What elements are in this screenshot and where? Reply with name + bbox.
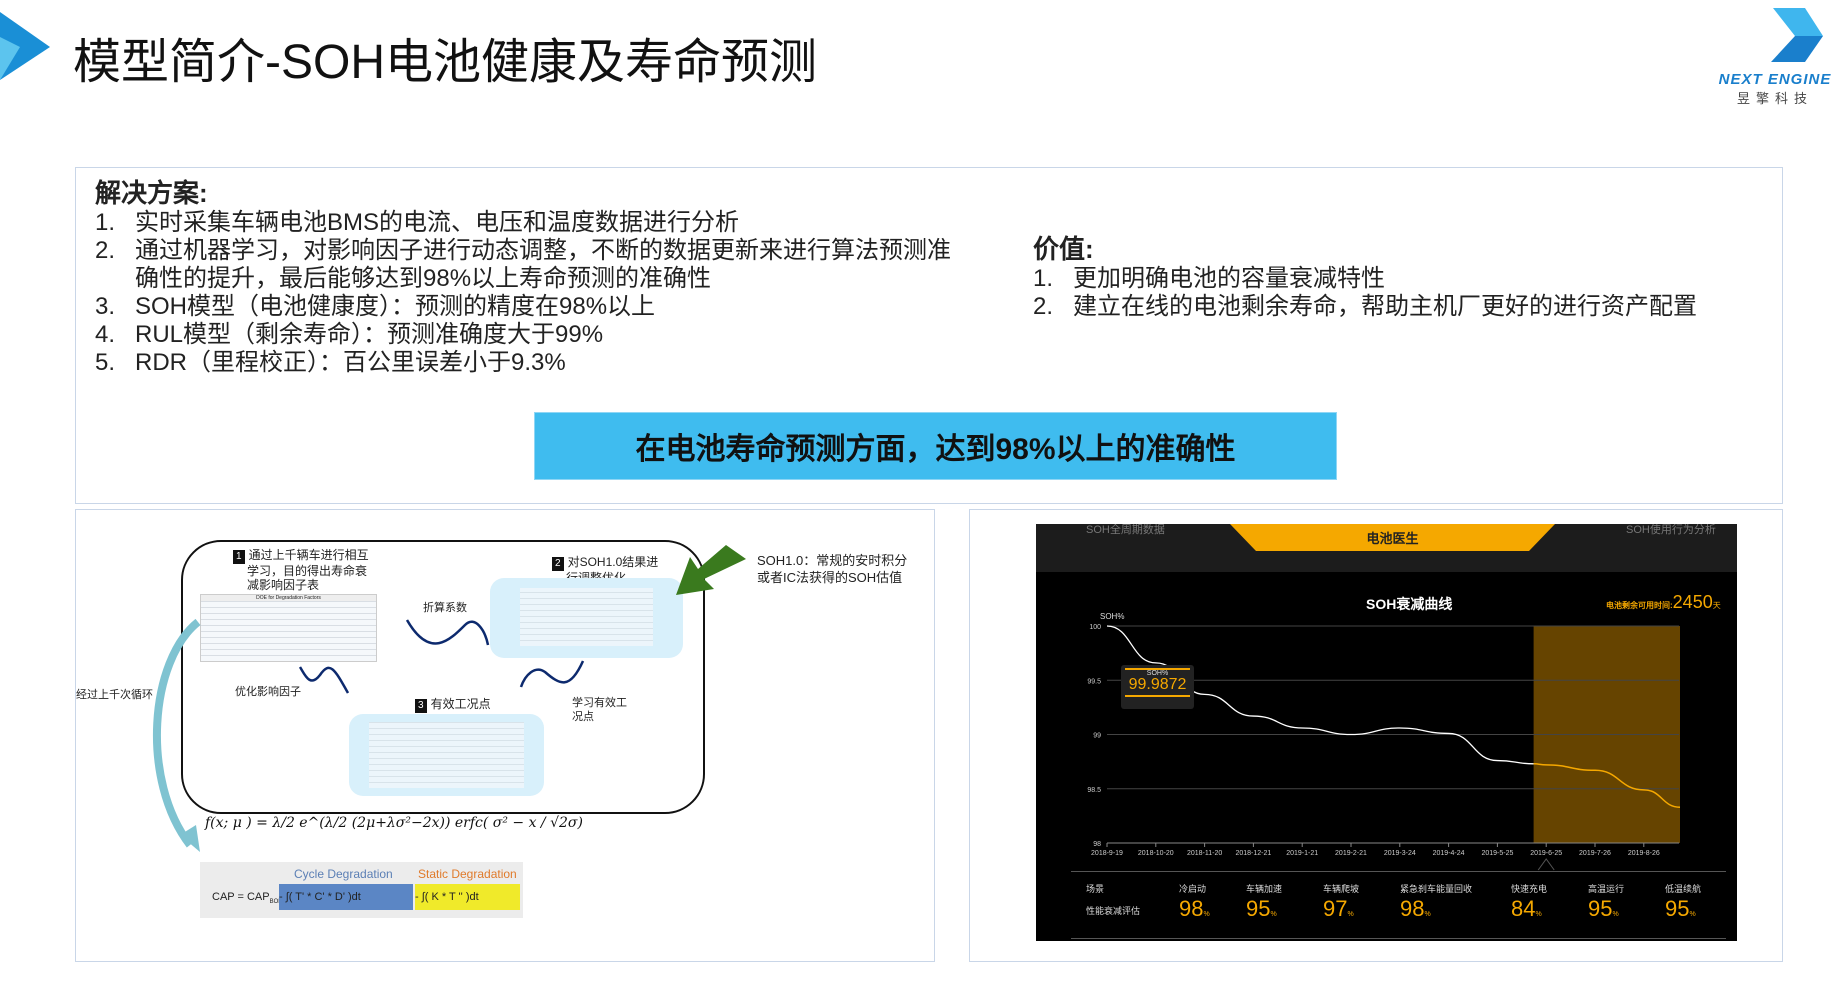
tab-soh-usage[interactable]: SOH使用行为分析 <box>1626 524 1716 536</box>
page-title: 模型简介-SOH电池健康及寿命预测 <box>73 36 818 89</box>
divider <box>1071 871 1726 872</box>
diagram-arrows <box>152 618 585 852</box>
cycle-degradation-term: - ∫( T' * C' * D' )dt <box>279 884 413 910</box>
static-degradation-label: Static Degradation <box>418 867 517 881</box>
dashboard-panel <box>969 509 1783 962</box>
logo-brand: NEXT ENGINE <box>1718 71 1832 88</box>
learn-label: 学习有效工况点 <box>572 697 627 723</box>
y-tick-label: 99 <box>1093 733 1101 740</box>
value-heading: 价值: <box>1033 234 1094 264</box>
conversion-label: 折算系数 <box>423 602 467 614</box>
forecast-line <box>1533 763 1681 808</box>
x-tick-label: 2019-1-21 <box>1286 850 1318 857</box>
y-tick-label: 98 <box>1093 841 1101 848</box>
soh-plot: 100 99.5 99 98.5 98 2018-9-19 2018-10-20 2018-1… <box>1087 624 1681 871</box>
logo-chevron-icon <box>1771 8 1823 62</box>
value-section: 价值: 1.更加明确电池的容量衰减特性 2.建立在线的电池剩余寿命，帮助主机厂更… <box>1033 233 1697 321</box>
x-tick-label: 2019-7-26 <box>1579 850 1611 857</box>
optimize-label: 优化影响因子 <box>235 686 301 698</box>
scene-name: 冷启动 <box>1179 884 1207 894</box>
scene-score: 98% <box>1400 896 1431 921</box>
solution-item: 2.通过机器学习，对影响因子进行动态调整，不断的数据更新来进行算法预测准 <box>95 237 951 264</box>
accuracy-banner: 在电池寿命预测方面，达到98%以上的准确性 <box>534 412 1337 480</box>
y-axis-label: SOH% <box>1100 612 1125 621</box>
pointer-caret <box>1537 858 1555 871</box>
tab-battery-doctor[interactable]: 电池医生 <box>1230 524 1555 551</box>
tab-soh-lifecycle[interactable]: SOH全周期数据 <box>1086 524 1165 536</box>
loop-teal-arrow <box>152 618 201 848</box>
scene-name: 低温续航 <box>1665 884 1702 894</box>
scene-name: 快速充电 <box>1511 884 1548 894</box>
conversion-wave-arrow <box>405 619 490 646</box>
scene-score: 97% <box>1323 896 1354 921</box>
static-degradation-term: - ∫( K * T '' )dt <box>415 884 520 910</box>
x-tick-label: 2018-11-20 <box>1187 850 1222 857</box>
inverse-gaussian-formula: f(x; μ ) = λ/2 e^(λ/2 (2μ+λσ²−2x)) erfc(… <box>205 815 583 831</box>
x-tick-label: 2018-12-21 <box>1235 850 1271 857</box>
solution-heading: 解决方案: <box>95 178 208 208</box>
y-tick-label: 98.5 <box>1087 787 1101 794</box>
x-tick-label: 2019-2-21 <box>1335 850 1367 857</box>
optimize-wave-arrow <box>298 666 350 694</box>
scene-score: 98% <box>1179 896 1210 921</box>
value-item: 2.建立在线的电池剩余寿命，帮助主机厂更好的进行资产配置 <box>1033 293 1697 320</box>
soh10-note: SOH1.0：常规的安时积分或者IC法获得的SOH估值 <box>757 553 908 585</box>
x-tick-label: 2018-10-20 <box>1138 850 1174 857</box>
valid-conditions-box <box>349 714 544 796</box>
learning-loop-frame <box>181 540 705 814</box>
summary-panel <box>75 167 1783 504</box>
capacity-formula: Cycle Degradation Static Degradation CAP… <box>200 862 523 918</box>
scene-score: 95% <box>1246 896 1277 921</box>
solution-item: 3.SOH模型（电池健康度）：预测的精度在98%以上 <box>95 293 656 320</box>
divider <box>1071 938 1726 939</box>
cap-prefix: CAP = CAPBOL <box>212 891 282 906</box>
scene-score: 84% <box>1511 896 1542 921</box>
x-tick-label: 2019-3-24 <box>1384 850 1416 857</box>
solution-item-cont: 确性的提升，最后能够达到98%以上寿命预测的准确性 <box>135 265 712 292</box>
tooltip: SOH% 99.9872 <box>1121 665 1194 709</box>
diagram-panel <box>75 509 935 962</box>
scene-name: 车辆爬坡 <box>1323 884 1360 894</box>
header-arrow-icon <box>0 12 50 80</box>
y-tick-label: 100 <box>1089 624 1101 631</box>
cycle-degradation-label: Cycle Degradation <box>294 867 393 881</box>
scene-name: 紧急刹车能量回收 <box>1400 884 1473 894</box>
degradation-factor-table: DOE for Degradation Factors <box>200 594 377 662</box>
remaining-time: 电池剩余可用时间:2450天 <box>1606 592 1721 612</box>
x-tick-label: 2019-5-25 <box>1481 850 1513 857</box>
logo: NEXT ENGINE 昱擎科技 <box>1705 6 1845 106</box>
x-tick-label: 2018-9-19 <box>1091 850 1123 857</box>
value-item: 1.更加明确电池的容量衰减特性 <box>1033 265 1385 292</box>
loop-label: 经过上千次循环 <box>76 689 153 701</box>
solution-section: 解决方案: 1.实时采集车辆电池BMS的电流、电压和温度数据进行分析 2.通过机… <box>95 177 951 377</box>
solution-item: 4.RUL模型（剩余寿命）：预测准确度大于99% <box>95 321 604 348</box>
scenes-label: 场景 <box>1086 884 1105 894</box>
x-tick-label: 2019-4-24 <box>1433 850 1465 857</box>
battery-doctor-dashboard: SOH全周期数据 电池医生 SOH使用行为分析 SOH衰减曲线 电池剩余可用时间… <box>1036 524 1737 941</box>
x-tick-label: 2019-6-25 <box>1530 850 1562 857</box>
scene-score: 95% <box>1588 896 1619 921</box>
eval-label: 性能衰减评估 <box>1086 906 1141 916</box>
x-tick-label: 2019-8-26 <box>1628 850 1660 857</box>
chart-title: SOH衰减曲线 <box>1366 596 1453 612</box>
scene-name: 车辆加速 <box>1246 884 1283 894</box>
solution-item: 1.实时采集车辆电池BMS的电流、电压和温度数据进行分析 <box>95 209 740 236</box>
learn-wave-arrow <box>519 660 585 688</box>
green-arrow-icon <box>676 545 746 595</box>
solution-item: 5.RDR（里程校正）：百公里误差小于9.3% <box>95 349 566 376</box>
soh-adjust-box <box>490 578 683 658</box>
scene-name: 高温运行 <box>1588 884 1625 894</box>
scene-score: 95% <box>1665 896 1696 921</box>
logo-brand-cn: 昱擎科技 <box>1736 91 1813 106</box>
y-tick-label: 99.5 <box>1087 678 1101 685</box>
